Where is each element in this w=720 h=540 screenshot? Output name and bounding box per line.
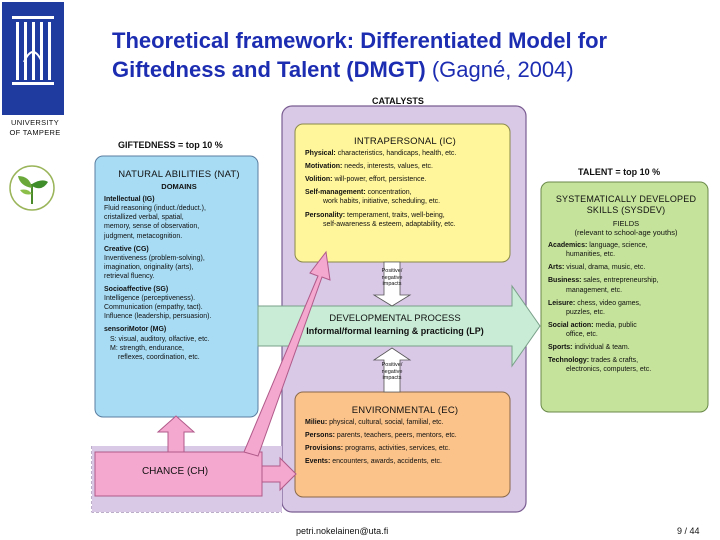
developmental-process-text: DEVELOPMENTAL PROCESS Informal/formal le…	[270, 313, 520, 337]
sidebar: UNIVERSITY OF TAMPERE	[0, 0, 72, 540]
skill-social-action: Social action: media, public office, etc…	[548, 321, 637, 338]
environmental-heading: ENVIRONMENTAL (EC)	[351, 405, 459, 416]
skill-leisure: Leisure: chess, video games, puzzles, et…	[548, 299, 641, 316]
chance-arrow-environmental	[261, 456, 297, 492]
impacts-bottom-label: Positive/ negative impacts	[381, 362, 403, 381]
skill-technology: Technology: trades & crafts, electronics…	[548, 357, 652, 374]
skills-box	[540, 181, 709, 413]
natural-abilities-content: NATURAL ABILITIES (NAT) DOMAINS Intellec…	[104, 170, 254, 366]
ability-sensorimotor: sensoriMotor (MG) S: visual, auditory, o…	[104, 326, 210, 361]
title-main: Theoretical framework: Differentiated Mo…	[112, 28, 608, 82]
skill-sports: Sports: individual & team.	[548, 344, 630, 352]
title-citation: (Gagné, 2004)	[431, 57, 574, 82]
intra-personality: Personality: temperament, traits, well-b…	[305, 211, 456, 228]
developmental-heading: DEVELOPMENTAL PROCESS	[329, 313, 461, 324]
page-number: 9 / 44	[677, 526, 700, 536]
env-provisions: Provisions: programs, activities, servic…	[305, 445, 451, 453]
columns-logo-icon	[12, 16, 54, 85]
talent-label: TALENT = top 10 %	[578, 167, 661, 177]
catalysts-label: CATALYSTS	[372, 96, 424, 106]
intrapersonal-content: INTRAPERSONAL (IC) Physical: characteris…	[305, 137, 505, 233]
intra-motivation: Motivation: needs, interests, values, et…	[305, 163, 433, 171]
intrapersonal-heading: INTRAPERSONAL (IC)	[354, 136, 456, 147]
skill-business: Business: sales, entrepreneurship, manag…	[548, 277, 659, 294]
footer-email: petri.nokelainen@uta.fi	[296, 526, 389, 536]
developmental-subheading: Informal/formal learning & practicing (L…	[306, 326, 484, 336]
university-name: UNIVERSITY OF TAMPERE	[0, 118, 70, 138]
chance-arrow-natural	[156, 415, 196, 453]
slide-title: Theoretical framework: Differentiated Mo…	[112, 26, 712, 84]
domains-heading: DOMAINS	[161, 182, 197, 192]
impacts-top-label: Positive/ negative impacts	[381, 268, 403, 287]
ability-intellectual: Intellectual (IG) Fluid reasoning (induc…	[104, 196, 206, 240]
chance-arrow-intrapersonal	[243, 250, 331, 457]
skill-arts: Arts: visual, drama, music, etc.	[548, 264, 646, 272]
intra-physical: Physical: characteristics, handicaps, he…	[305, 150, 457, 158]
skill-academics: Academics: language, science, humanities…	[548, 242, 648, 259]
intrapersonal-box	[294, 123, 511, 263]
environmental-box	[294, 391, 511, 498]
skills-content: SYSTEMATICALLY DEVELOPED SKILLS (SYSDEV)…	[548, 194, 704, 378]
impact-arrow-top	[372, 261, 412, 307]
fields-heading: FIELDS	[612, 219, 640, 228]
ability-creative: Creative (CG) Inventiveness (problem-sol…	[104, 245, 205, 280]
university-logo	[2, 2, 64, 115]
university-line-2: OF TAMPERE	[9, 128, 61, 137]
intra-volition: Volition: will-power, effort, persistenc…	[305, 176, 427, 184]
chance-box	[94, 451, 263, 497]
sprout-logo-icon	[9, 165, 55, 211]
impact-arrow-bottom	[372, 347, 412, 393]
giftedness-label: GIFTEDNESS = top 10 %	[118, 140, 223, 150]
fields-note: (relevant to school-age youths)	[574, 228, 678, 238]
ability-socioaffective: Socioaffective (SG) Intelligence (percep…	[104, 286, 212, 321]
developmental-process-arrow	[257, 284, 541, 368]
intra-self-management: Self-management: concentration, work hab…	[305, 189, 441, 206]
natural-abilities-heading: NATURAL ABILITIES (NAT)	[118, 169, 240, 180]
env-events: Events: encounters, awards, accidents, e…	[305, 458, 442, 466]
environmental-content: ENVIRONMENTAL (EC) Milieu: physical, cul…	[305, 406, 505, 470]
skills-heading: SYSTEMATICALLY DEVELOPED SKILLS (SYSDEV)	[555, 194, 697, 215]
env-persons: Persons: parents, teachers, peers, mento…	[305, 432, 457, 440]
env-milieu: Milieu: physical, cultural, social, fami…	[305, 419, 444, 427]
university-line-1: UNIVERSITY	[10, 118, 59, 127]
chance-label: CHANCE (CH)	[141, 466, 209, 477]
